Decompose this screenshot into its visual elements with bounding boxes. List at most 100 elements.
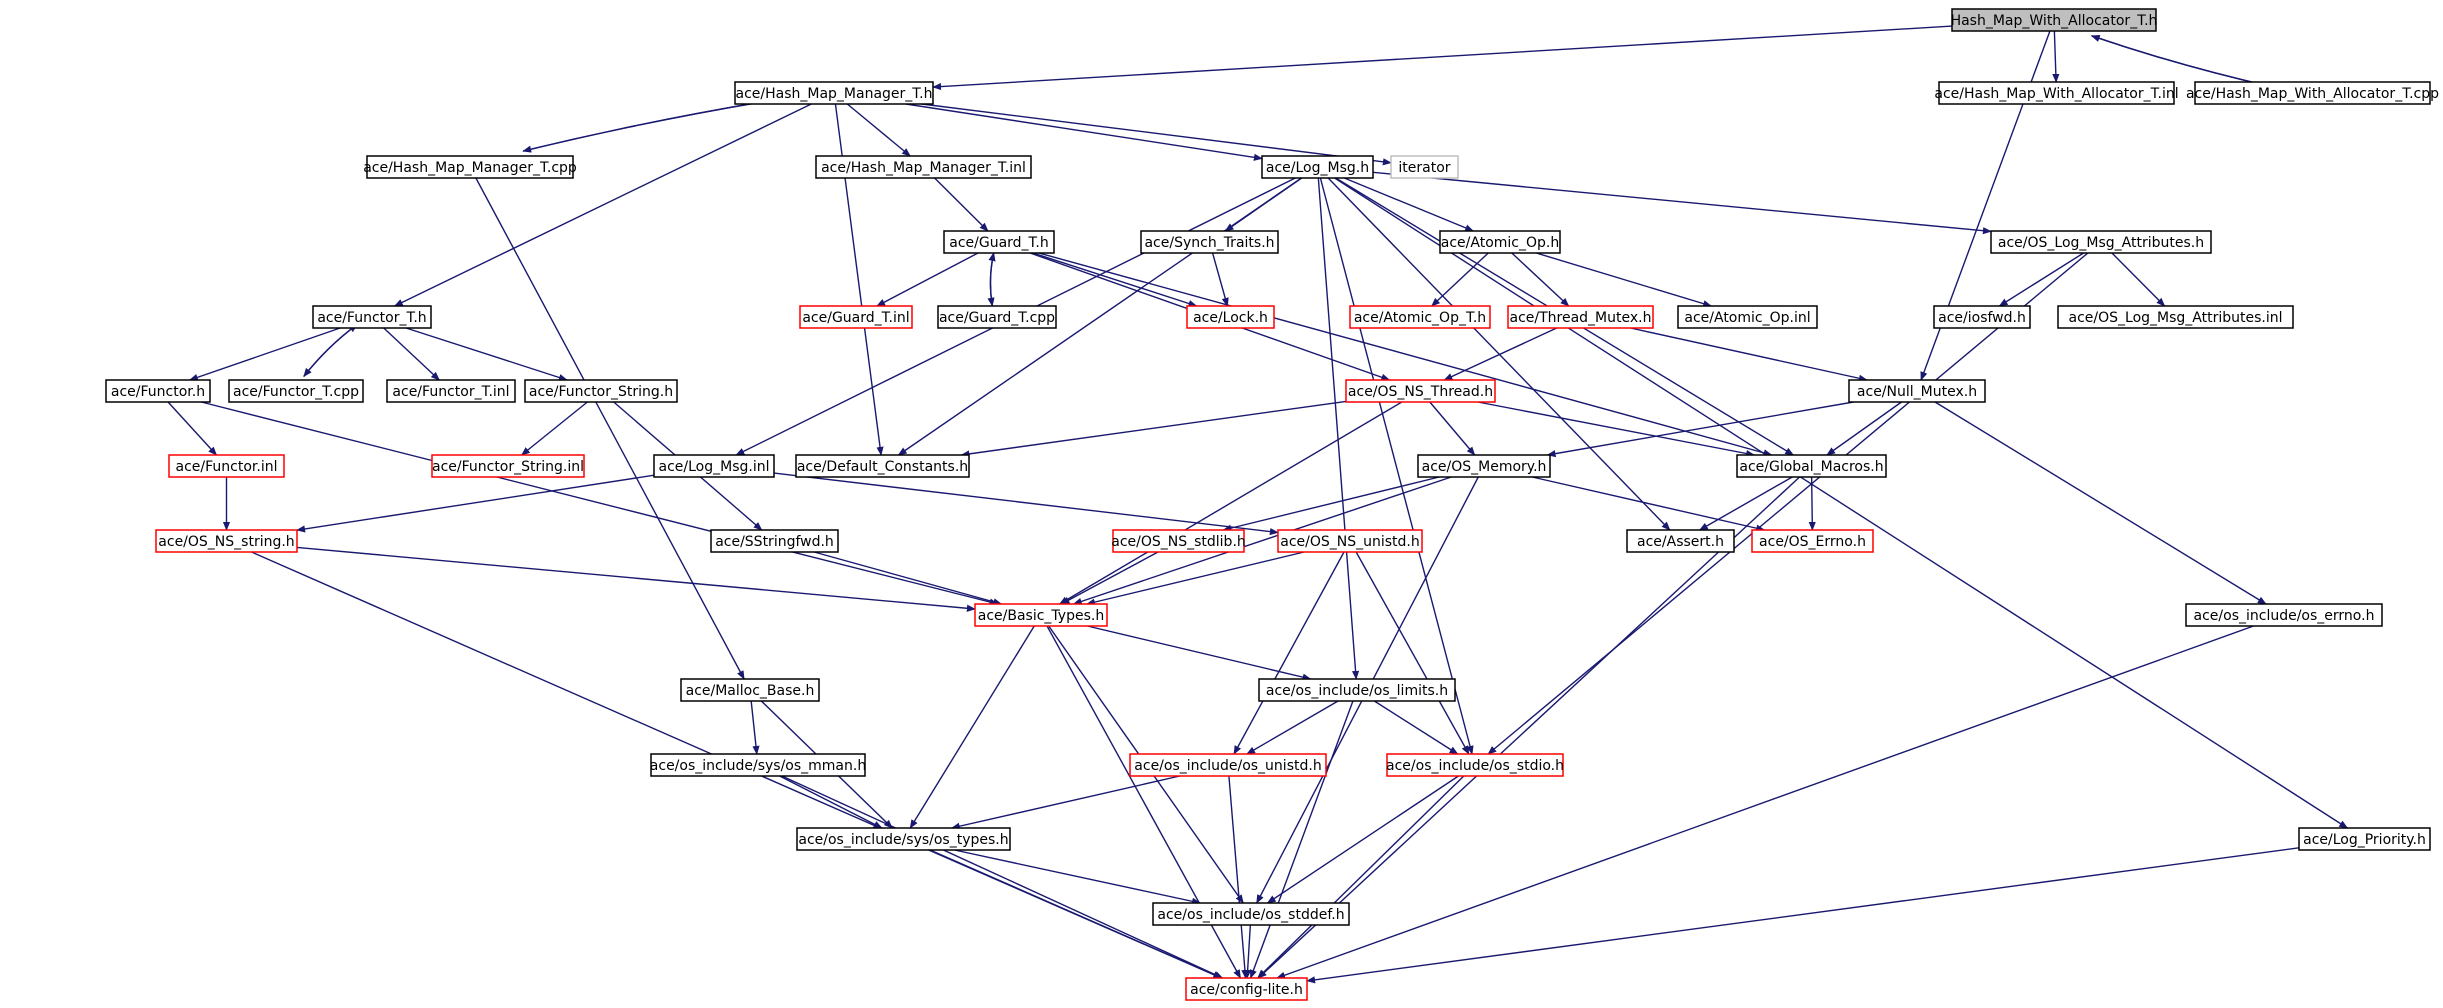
graph-node-functor-t-inl[interactable]: ace/Functor_T.inl <box>386 379 516 403</box>
node-label: ace/Null_Mutex.h <box>1857 384 1977 400</box>
edge-thread-mutex-to-os-ns-thread <box>1443 327 1558 381</box>
graph-node-os-limits[interactable]: ace/os_include/os_limits.h <box>1258 678 1456 702</box>
graph-node-sstringfwd[interactable]: ace/SStringfwd.h <box>710 529 839 553</box>
graph-node-guard-cpp[interactable]: ace/Guard_T.cpp <box>937 305 1057 329</box>
graph-node-functor-t-cpp[interactable]: ace/Functor_T.cpp <box>228 379 364 403</box>
node-box <box>1938 81 2175 105</box>
edge-atomic-op-h-to-thread-mutex <box>1511 252 1570 307</box>
node-box <box>386 379 516 403</box>
graph-node-functor-t-h[interactable]: ace/Functor_T.h <box>312 305 432 329</box>
graph-node-assert-h[interactable]: ace/Assert.h <box>1626 529 1735 553</box>
graph-node-hmwa-inl[interactable]: ace/Hash_Map_With_Allocator_T.inl <box>1934 81 2179 105</box>
graph-node-log-msg-h[interactable]: ace/Log_Msg.h <box>1261 155 1374 179</box>
edge-root-to-hmwa-cpp <box>2091 35 2274 89</box>
node-box <box>1990 230 2212 254</box>
graph-node-functor-h[interactable]: ace/Functor.h <box>105 379 211 403</box>
edge-os-ns-unistd-to-os-stdio <box>1355 551 1470 755</box>
graph-node-synch-traits[interactable]: ace/Synch_Traits.h <box>1140 230 1279 254</box>
node-box <box>2057 305 2294 329</box>
node-label: ace/Hash_Map_With_Allocator_T.inl <box>1934 86 2178 102</box>
node-box <box>1751 529 1874 553</box>
edge-os-ns-thread-to-os-memory <box>1429 401 1476 456</box>
graph-node-guard-h[interactable]: ace/Guard_T.h <box>943 230 1055 254</box>
graph-node-guard-inl[interactable]: ace/Guard_T.inl <box>799 305 913 329</box>
node-label: ace/Malloc_Base.h <box>686 683 815 699</box>
edge-os-types-to-config-lite <box>928 849 1223 979</box>
graph-node-oslma-inl[interactable]: ace/OS_Log_Msg_Attributes.inl <box>2057 305 2294 329</box>
graph-node-os-mman[interactable]: ace/os_include/sys/os_mman.h <box>650 753 866 777</box>
edge-os-ns-stdlib-to-basic-types <box>1060 551 1159 605</box>
graph-node-hmm-cpp[interactable]: ace/Hash_Map_Manager_T.cpp <box>363 155 577 179</box>
graph-node-functor-string-inl[interactable]: ace/Functor_String.inl <box>431 454 585 478</box>
edge-os-stdio-to-os-stddef <box>1266 775 1459 904</box>
graph-node-thread-mutex[interactable]: ace/Thread_Mutex.h <box>1507 305 1654 329</box>
edge-hmm-cpp-to-hmm-h <box>522 96 780 152</box>
edge-os-ns-thread-to-global-macros <box>1477 401 1756 458</box>
graph-node-iosfwd[interactable]: ace/iosfwd.h <box>1933 305 2031 329</box>
graph-node-functor-string[interactable]: ace/Functor_String.h <box>524 379 678 403</box>
graph-node-os-stddef[interactable]: ace/os_include/os_stddef.h <box>1152 902 1350 926</box>
edge-malloc-base-to-os-mman <box>750 700 760 755</box>
graph-node-os-include-errno[interactable]: ace/os_include/os_errno.h <box>2185 603 2383 627</box>
graph-node-os-unistd[interactable]: ace/os_include/os_unistd.h <box>1129 753 1327 777</box>
graph-node-os-memory[interactable]: ace/OS_Memory.h <box>1417 454 1551 478</box>
node-box <box>2185 603 2383 627</box>
graph-node-os-ns-string[interactable]: ace/OS_NS_string.h <box>155 529 298 553</box>
node-box <box>974 603 1108 627</box>
graph-node-atomic-op-t[interactable]: ace/Atomic_Op_T.h <box>1349 305 1491 329</box>
graph-node-hmwa-cpp[interactable]: ace/Hash_Map_With_Allocator_T.cpp <box>2186 81 2439 105</box>
node-label: ace/Functor.h <box>111 384 205 400</box>
graph-node-os-types[interactable]: ace/os_include/sys/os_types.h <box>796 827 1011 851</box>
edge-log-priority-to-config-lite <box>1306 847 2300 984</box>
graph-node-atomic-op-h[interactable]: ace/Atomic_Op.h <box>1439 230 1561 254</box>
graph-node-os-stdio[interactable]: ace/os_include/os_stdio.h <box>1386 753 1564 777</box>
node-label: ace/iosfwd.h <box>1938 310 2026 326</box>
edge-os-unistd-to-os-types <box>950 775 1180 830</box>
edge-functor-t-h-to-functor-string <box>405 327 568 381</box>
graph-node-config-lite[interactable]: ace/config-lite.h <box>1185 977 1308 1001</box>
graph-node-functor-inl[interactable]: ace/Functor.inl <box>168 454 285 478</box>
graph-node-log-msg-inl[interactable]: ace/Log_Msg.inl <box>653 454 775 478</box>
edge-functor-t-cpp-to-functor-t-h <box>303 323 358 377</box>
node-label: ace/Functor_T.cpp <box>233 384 359 400</box>
graph-node-null-mutex[interactable]: ace/Null_Mutex.h <box>1848 379 1986 403</box>
edge-hmm-h-to-hmm-inl <box>846 103 911 157</box>
node-label: ace/OS_Memory.h <box>1422 459 1547 475</box>
edge-global-macros-to-os-errno <box>1808 476 1816 531</box>
graph-node-os-ns-thread[interactable]: ace/OS_NS_Thread.h <box>1345 379 1496 403</box>
node-label: ace/Thread_Mutex.h <box>1510 310 1652 326</box>
edge-os-memory-to-os-errno <box>1532 476 1766 532</box>
graph-node-lock-h[interactable]: ace/Lock.h <box>1186 305 1275 329</box>
node-label: ace/Hash_Map_With_Allocator_T.cpp <box>2186 86 2439 102</box>
edge-null-mutex-to-global-macros <box>1826 401 1902 456</box>
node-label: ace/Hash_Map_Manager_T.h <box>735 86 932 102</box>
graph-node-global-macros[interactable]: ace/Global_Macros.h <box>1736 454 1887 478</box>
edge-root-to-hmm-h <box>932 25 1953 91</box>
edge-hmm-h-to-default-constants <box>834 103 884 456</box>
node-label: Hash_Map_With_Allocator_T.h <box>1951 13 2158 29</box>
graph-node-hmm-h[interactable]: ace/Hash_Map_Manager_T.h <box>734 81 934 105</box>
graph-node-os-ns-unistd[interactable]: ace/OS_NS_unistd.h <box>1277 529 1423 553</box>
graph-node-malloc-base[interactable]: ace/Malloc_Base.h <box>680 678 820 702</box>
graph-node-os-errno[interactable]: ace/OS_Errno.h <box>1751 529 1874 553</box>
graph-node-default-constants[interactable]: ace/Default_Constants.h <box>795 454 970 478</box>
graph-node-oslma-h[interactable]: ace/OS_Log_Msg_Attributes.h <box>1990 230 2212 254</box>
node-label: ace/OS_NS_string.h <box>158 534 294 550</box>
node-box <box>1112 529 1245 553</box>
graph-node-log-priority[interactable]: ace/Log_Priority.h <box>2298 827 2431 851</box>
node-box <box>1349 305 1491 329</box>
graph-node-atomic-op-inl[interactable]: ace/Atomic_Op.inl <box>1677 305 1818 329</box>
node-label: ace/Default_Constants.h <box>797 459 968 475</box>
edge-log-msg-h-to-log-priority <box>1334 177 2349 829</box>
edge-functor-t-h-to-functor-h <box>188 327 341 381</box>
node-label: ace/Synch_Traits.h <box>1144 235 1274 251</box>
graph-node-iterator[interactable]: iterator <box>1390 155 1459 179</box>
graph-node-root[interactable]: Hash_Map_With_Allocator_T.h <box>1951 8 2158 32</box>
graph-node-basic-types[interactable]: ace/Basic_Types.h <box>974 603 1108 627</box>
edge-log-msg-inl-to-os-ns-unistd <box>773 472 1279 536</box>
node-label: ace/Log_Msg.inl <box>659 459 770 475</box>
graph-node-hmm-inl[interactable]: ace/Hash_Map_Manager_T.inl <box>815 155 1032 179</box>
node-label: ace/OS_Log_Msg_Attributes.h <box>1998 235 2204 251</box>
node-box <box>1186 305 1275 329</box>
graph-node-os-ns-stdlib[interactable]: ace/OS_NS_stdlib.h <box>1111 529 1246 553</box>
